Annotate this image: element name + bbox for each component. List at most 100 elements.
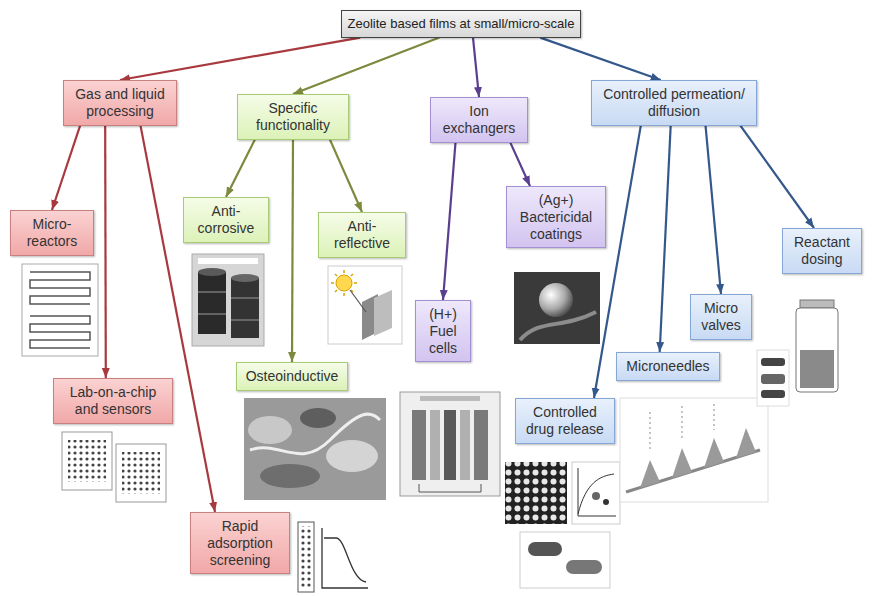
valve-part (761, 390, 785, 398)
breakthrough-curve (324, 538, 366, 582)
box-label: Controlled permeation/ diffusion (596, 86, 752, 120)
microneedle-figure (620, 398, 768, 502)
application-box: Micro-reactors (10, 210, 94, 256)
figure-frame (22, 264, 98, 356)
valve-part (761, 374, 785, 384)
dose-line (650, 404, 714, 452)
connector-arrow (330, 140, 362, 212)
column (298, 522, 314, 592)
box-label: Micro-reactors (15, 216, 89, 250)
fibre (250, 414, 380, 454)
needle (704, 438, 724, 468)
grain (300, 408, 336, 428)
fuel-cell-figure (400, 392, 500, 496)
microreactor-figure (22, 264, 98, 356)
connector-arrow (226, 140, 255, 197)
application-box: (H+) Fuel cells (415, 300, 471, 362)
application-box: Anti-corrosive (183, 197, 269, 243)
needle (736, 428, 756, 458)
barrels-photo (192, 254, 264, 346)
connector-arrow (510, 143, 530, 186)
barrel-top (198, 268, 226, 276)
pores (505, 462, 567, 524)
cell-plate (412, 410, 426, 480)
figure-frame (757, 350, 789, 406)
vial-content (800, 350, 834, 388)
box-label: (H+) Fuel cells (420, 306, 466, 356)
photo-frame (192, 254, 264, 346)
chip (62, 432, 112, 490)
application-box: Micro valves (690, 294, 752, 340)
connector-arrow (52, 126, 80, 210)
figure-frame (520, 532, 610, 588)
axis (578, 468, 616, 516)
osteoinductive-micrograph (244, 398, 386, 500)
box-label: Micro valves (695, 300, 747, 334)
connector-arrow (120, 38, 360, 80)
chip-array (122, 452, 160, 494)
connector-arrow (443, 143, 455, 300)
drug-release-figure (505, 462, 620, 588)
figure-frame (328, 266, 402, 344)
vial-figure (796, 300, 838, 392)
photo-frame (514, 272, 600, 344)
box-label: (Ag+) Bactericidal coatings (511, 192, 601, 242)
photo-frame (244, 398, 386, 500)
silver-sphere (539, 283, 573, 317)
connector-arrow (706, 126, 721, 294)
barrel (231, 278, 259, 338)
cell-plate (460, 410, 470, 480)
cell-plate (474, 410, 488, 480)
application-box: (Ag+) Bactericidal coatings (506, 186, 606, 248)
connector-arrow (104, 126, 107, 378)
connector-arrow (293, 38, 439, 94)
barrel (198, 272, 226, 334)
application-box: Microneedles (616, 352, 720, 381)
box-label: Zeolite based films at small/micro-scale (346, 16, 576, 32)
channel (30, 272, 90, 304)
needle (640, 460, 660, 488)
grain (260, 464, 320, 488)
application-box: Controlled drug release (515, 398, 615, 444)
surface (520, 312, 596, 340)
category-box: Ion exchangers (430, 97, 528, 143)
light-ray (350, 290, 366, 312)
capsule (566, 560, 602, 574)
connector-arrow (740, 126, 814, 228)
microvalve-figure (757, 350, 789, 406)
grain (248, 416, 292, 444)
category-box: Gas and liquid processing (63, 80, 177, 126)
box-label: Microneedles (621, 358, 715, 375)
connector-arrow (292, 140, 293, 362)
application-box: Osteoinductive (236, 362, 348, 391)
valve-part (761, 358, 785, 366)
category-box: Specific functionality (237, 94, 349, 140)
box-label: Gas and liquid processing (68, 86, 172, 120)
title-box: Zeolite based films at small/micro-scale (341, 10, 581, 38)
connector-arrow (660, 126, 671, 352)
sun-ray (331, 270, 357, 296)
capsule (528, 542, 562, 556)
category-box: Controlled permeation/ diffusion (591, 80, 757, 126)
box-label: Lab-on-a-chip and sensors (58, 384, 168, 418)
porous-film (505, 462, 567, 524)
box-label: Ion exchangers (435, 103, 523, 137)
axis (322, 528, 368, 588)
cell-plate (430, 410, 440, 480)
box-label: Osteoinductive (241, 368, 343, 385)
column-packing (300, 526, 312, 588)
chip (116, 444, 166, 502)
box-label: Anti-corrosive (188, 203, 264, 237)
antireflective-figure (328, 266, 402, 344)
application-box: Anti-reflective (318, 212, 406, 258)
vial-cap (800, 300, 834, 308)
photo-strip (198, 258, 258, 264)
particle (592, 492, 600, 500)
needle (672, 448, 692, 478)
box-label: Rapid adsorption screening (195, 518, 285, 568)
wire (419, 484, 481, 492)
plot-frame (572, 462, 620, 524)
figure-frame (620, 398, 768, 502)
grain (326, 440, 378, 472)
